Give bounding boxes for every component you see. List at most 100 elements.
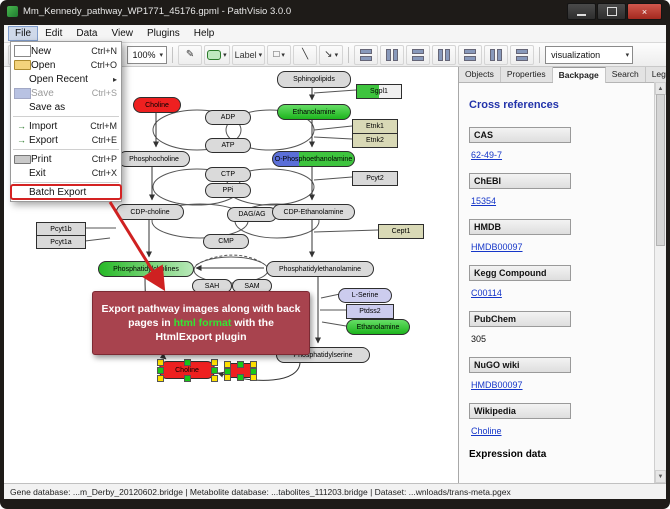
align-center-x-button[interactable] (354, 44, 379, 65)
sidebar-scrollbar[interactable]: ▲ ▼ (654, 82, 666, 483)
xref-link-chebi[interactable]: 15354 (471, 196, 497, 206)
pathway-node-sphingolipids[interactable]: Sphingolipids (277, 71, 351, 88)
pathway-node-etnk2[interactable]: Etnk2 (352, 133, 398, 148)
pathway-node-pcyt1b[interactable]: Pcyt1b (36, 222, 86, 236)
xref-link-cas[interactable]: 62-49-7 (471, 150, 503, 160)
align-right-button[interactable] (432, 44, 457, 65)
pathway-node-cmp[interactable]: CMP (203, 234, 249, 249)
selection-handle[interactable] (250, 374, 257, 381)
distribute-vertical-button[interactable] (510, 44, 535, 65)
pathway-node-etnk1[interactable]: Etnk1 (352, 119, 398, 134)
zoom-select[interactable]: 100%▾ (126, 45, 168, 64)
connector-tool-dropdown[interactable]: ↘▾ (319, 44, 344, 65)
node-label: SAM (244, 282, 260, 290)
xref-value-pubchem: 305 (471, 334, 487, 344)
toolbar-separator (172, 46, 174, 63)
xref-link-nugo-wiki[interactable]: HMDB00097 (471, 380, 523, 390)
pathway-node-pcyt2[interactable]: Pcyt2 (352, 171, 398, 186)
pathway-node-phosphatidylcholines[interactable]: Phosphatidylcholines (98, 261, 194, 277)
menu-help[interactable]: Help (193, 28, 215, 39)
menu-view[interactable]: View (111, 28, 133, 39)
file-menu-item-save-as[interactable]: Save as (11, 100, 121, 114)
pathway-node-l-serine[interactable]: L-Serine (338, 288, 392, 303)
menu-file[interactable]: File (8, 26, 39, 41)
pathway-node-ppi[interactable]: PPi (205, 183, 251, 198)
selection-handle[interactable] (211, 375, 218, 382)
maximize-button[interactable] (597, 3, 626, 20)
file-menu-item-open-recent[interactable]: Open Recent▸ (11, 72, 121, 86)
selection-handle[interactable] (211, 359, 218, 366)
pathway-node-phosphocholine[interactable]: Phosphocholine (118, 151, 190, 167)
menu-data[interactable]: Data (76, 28, 98, 39)
pathway-node-cdp-choline[interactable]: CDP-choline (116, 204, 184, 220)
file-menu-item-batch-export[interactable]: Batch Export (10, 184, 122, 200)
selection-handle[interactable] (157, 367, 164, 374)
pathway-node-cept1[interactable]: Cept1 (378, 224, 424, 239)
visualization-value: visualization (551, 49, 601, 60)
pathway-node-pcyt1a[interactable]: Pcyt1a (36, 235, 86, 249)
menu-shortcut: Ctrl+S (91, 88, 117, 98)
pathway-node-choline[interactable]: Choline (133, 97, 181, 113)
pathway-node-o-phosphoethanolamine[interactable]: O-Phosphoethanolamine (272, 151, 355, 167)
tab-legend[interactable]: Legend (646, 67, 666, 82)
menu-edit[interactable]: Edit (45, 28, 63, 39)
xref-link-kegg-compound[interactable]: C00114 (471, 288, 502, 298)
line-tool-button[interactable]: ╲ (293, 44, 318, 65)
distribute-horizontal-button[interactable] (484, 44, 509, 65)
menu-plugins[interactable]: Plugins (146, 28, 180, 39)
tab-backpage[interactable]: Backpage (552, 67, 606, 83)
pathway-node-ptdss2[interactable]: Ptdss2 (346, 304, 394, 319)
edit-pencil-icon: ✎ (185, 49, 195, 60)
tab-search[interactable]: Search (606, 67, 646, 82)
align-top-button[interactable] (458, 44, 483, 65)
shape-template-dropdown[interactable]: □▾ (267, 44, 292, 65)
selection-handle[interactable] (237, 374, 244, 381)
xref-link-wikipedia[interactable]: Choline (471, 426, 502, 436)
selection-handle[interactable] (157, 359, 164, 366)
scrollbar-thumb[interactable] (656, 94, 665, 246)
pathway-node-dag-ag[interactable]: DAG/AG (227, 207, 277, 222)
close-button[interactable]: × (627, 3, 662, 20)
minimize-button[interactable] (567, 3, 596, 20)
tab-properties[interactable]: Properties (501, 67, 553, 82)
align-center-y-icon (386, 48, 399, 61)
node-label: ADP (220, 114, 236, 121)
selection-handle[interactable] (224, 374, 231, 381)
selection-handle[interactable] (237, 361, 244, 368)
scroll-down-icon[interactable]: ▼ (655, 470, 666, 483)
pathway-node-ethanolamine[interactable]: Ethanolamine (346, 319, 410, 335)
align-left-button[interactable] (406, 44, 431, 65)
visualization-select[interactable]: visualization▾ (545, 45, 634, 64)
node-label: Ethanolamine (292, 108, 336, 116)
node-label: Choline (145, 101, 169, 109)
selection-handle[interactable] (211, 367, 218, 374)
selection-handle[interactable] (157, 375, 164, 382)
tab-objects[interactable]: Objects (459, 67, 501, 82)
pathway-node-sgpl1[interactable]: Sgpl1 (356, 84, 402, 99)
label-tool-dropdown[interactable]: Label▾ (231, 44, 266, 65)
pathway-node-ethanolamine[interactable]: Ethanolamine (277, 104, 351, 120)
shape-template-icon: □ (273, 49, 280, 60)
align-center-y-button[interactable] (380, 44, 405, 65)
pathway-node-atp[interactable]: ATP (205, 138, 251, 153)
selection-handle[interactable] (184, 375, 191, 382)
pathway-node-ctp[interactable]: CTP (205, 167, 251, 182)
xref-link-hmdb[interactable]: HMDB00097 (471, 242, 523, 252)
selection-handle[interactable] (184, 359, 191, 366)
node-label: CDP-Ethanolamine (283, 208, 344, 216)
pathway-node-phosphatidylethanolamine[interactable]: Phosphatidylethanolamine (266, 261, 374, 277)
title-bar[interactable]: Mm_Kennedy_pathway_WP1771_45176.gpml - P… (0, 0, 670, 25)
edit-pencil-button[interactable]: ✎ (178, 44, 203, 65)
pathway-node-adp[interactable]: ADP (205, 110, 251, 125)
pathway-node-choline[interactable]: Choline (157, 359, 218, 382)
pathway-node[interactable] (224, 361, 257, 381)
pathway-node-cdp-ethanolamine[interactable]: CDP-Ethanolamine (272, 204, 355, 220)
datanode-template-dropdown[interactable]: ▾ (204, 44, 230, 65)
